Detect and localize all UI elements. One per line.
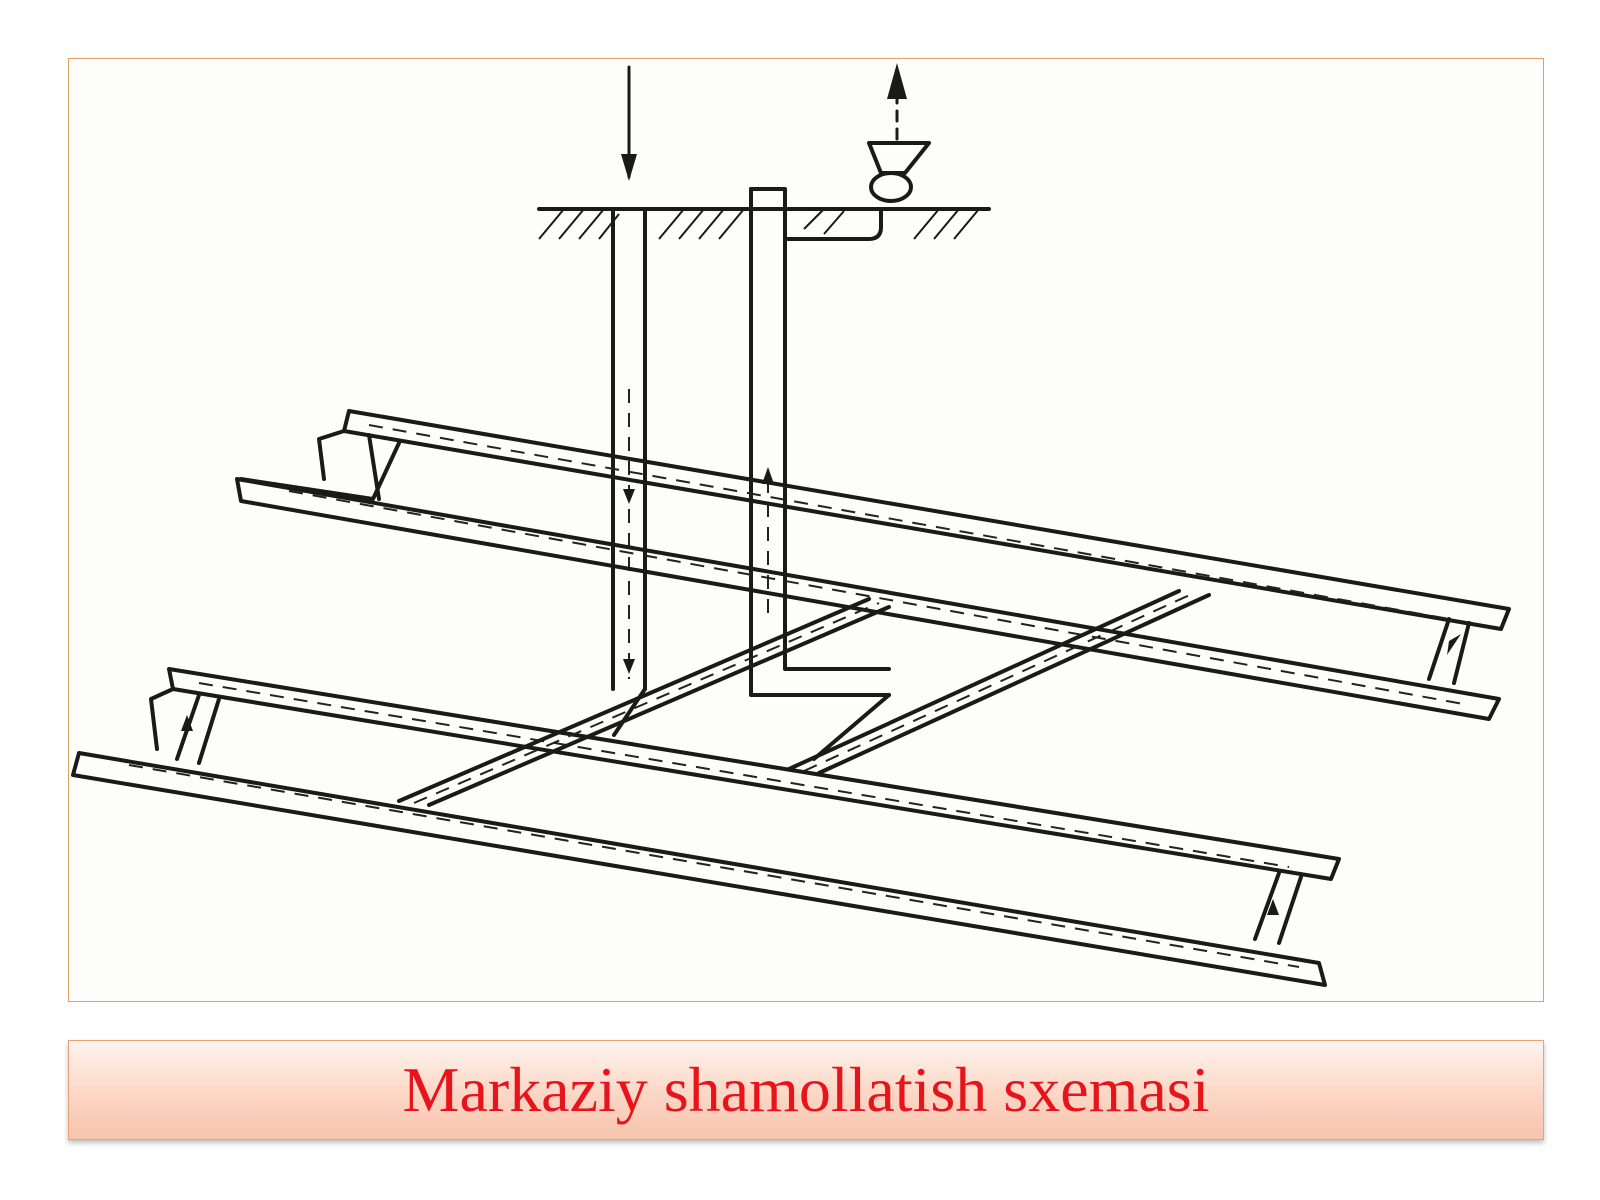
caption-title: Markaziy shamollatish sxemasi [402,1054,1210,1125]
lower-horizon-drifts [71,667,1341,987]
upper-horizon-drifts [235,409,1511,721]
intake-arrow-icon [621,65,637,181]
ventilation-diagram-frame [68,58,1544,1002]
caption-box: Markaziy shamollatish sxemasi [68,1040,1544,1140]
inclined-crosscuts [397,589,1211,807]
exhaust-arrow-icon [887,63,907,141]
ground-surface [537,207,991,240]
main-fan-icon [867,141,931,203]
ventilation-schematic [71,63,1511,987]
upcast-shaft [749,187,891,697]
downcast-shaft [611,207,647,691]
